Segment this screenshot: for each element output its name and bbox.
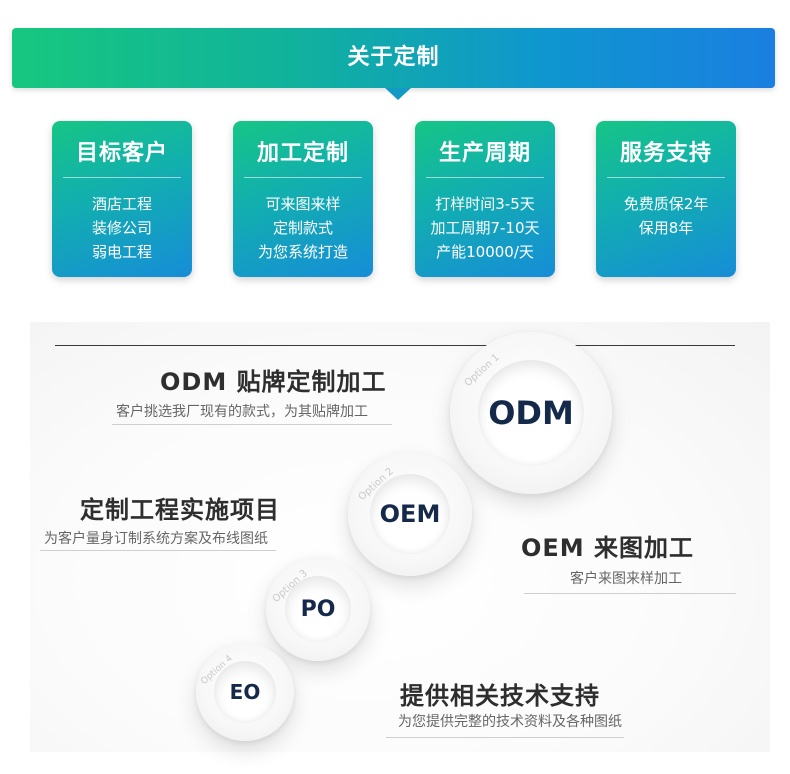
odm-underline <box>112 424 392 425</box>
section-divider <box>55 345 735 346</box>
card-title: 服务支持 <box>619 141 712 166</box>
card-line: 产能10000/天 <box>436 243 534 261</box>
eo-description: 为您提供完整的技术资料及各种图纸 <box>398 714 622 730</box>
card-line: 装修公司 <box>91 219 152 237</box>
po-heading: 定制工程实施项目 <box>80 496 280 524</box>
banner-title: 关于定制 <box>347 45 440 70</box>
card-line: 为您系统打造 <box>257 243 348 261</box>
banner-pointer <box>385 88 411 100</box>
oem-underline <box>524 593 736 594</box>
eo-heading: 提供相关技术支持 <box>400 682 600 710</box>
card-custom-processing: 加工定制 可来图来样 定制款式 为您系统打造 <box>233 121 373 277</box>
odm-heading: ODM 贴牌定制加工 <box>160 368 387 396</box>
card-line: 保用8年 <box>638 219 694 237</box>
po-label: PO <box>285 576 351 642</box>
card-line: 定制款式 <box>272 219 333 237</box>
card-target-customers: 目标客户 酒店工程 装修公司 弱电工程 <box>52 121 192 277</box>
oem-circle: OEM <box>348 452 472 576</box>
card-line: 加工周期7-10天 <box>430 219 540 237</box>
card-divider <box>607 177 725 178</box>
card-line: 免费质保2年 <box>623 195 709 213</box>
card-production-cycle: 生产周期 打样时间3-5天 加工周期7-10天 产能10000/天 <box>415 121 555 277</box>
oem-heading: OEM 来图加工 <box>521 534 695 562</box>
odm-circle: ODM <box>450 332 612 494</box>
about-customization-banner: 关于定制 <box>12 28 775 88</box>
card-line: 酒店工程 <box>91 195 152 213</box>
card-title: 生产周期 <box>438 141 531 166</box>
card-title: 加工定制 <box>256 141 349 166</box>
card-line: 弱电工程 <box>91 243 152 261</box>
oem-label: OEM <box>370 474 450 554</box>
card-title: 目标客户 <box>75 141 168 166</box>
eo-underline <box>386 737 624 738</box>
card-divider <box>244 177 362 178</box>
po-underline <box>40 550 276 551</box>
eo-label: EO <box>214 661 276 723</box>
card-line: 可来图来样 <box>265 195 341 213</box>
card-line: 打样时间3-5天 <box>435 195 535 213</box>
eo-circle: EO <box>196 643 294 741</box>
odm-label: ODM <box>478 360 584 466</box>
card-divider <box>63 177 181 178</box>
card-divider <box>426 177 544 178</box>
po-circle: PO <box>266 557 370 661</box>
odm-description: 客户挑选我厂现有的款式，为其贴牌加工 <box>116 404 368 420</box>
oem-description: 客户来图来样加工 <box>570 571 682 587</box>
card-service-support: 服务支持 免费质保2年 保用8年 <box>596 121 736 277</box>
po-description: 为客户量身订制系统方案及布线图纸 <box>44 531 268 547</box>
